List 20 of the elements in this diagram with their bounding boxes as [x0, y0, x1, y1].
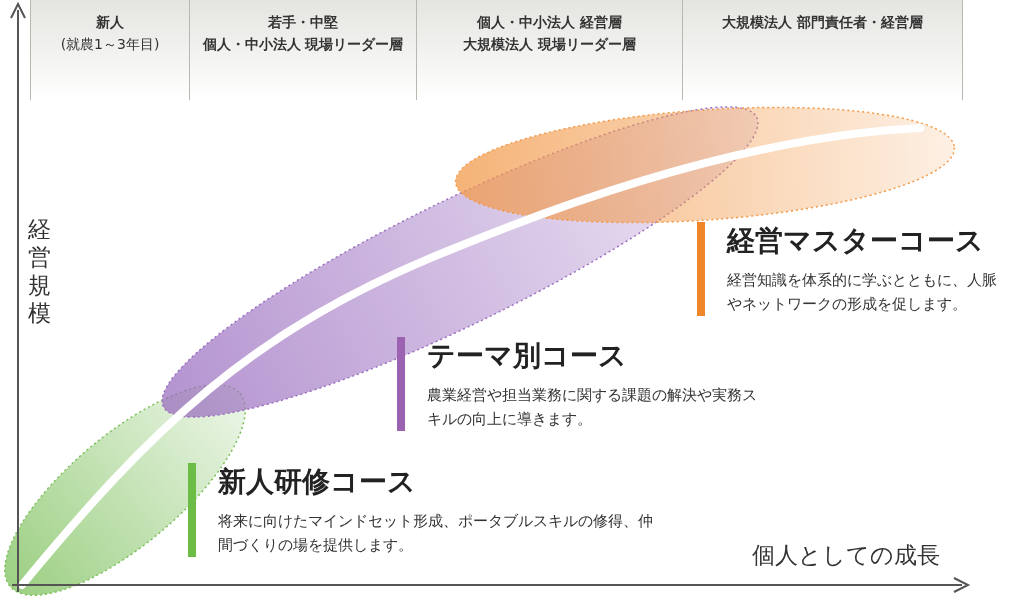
column-title: 大規模法人 部門責任者・経営層	[721, 14, 924, 32]
course-block	[397, 337, 757, 431]
course-description: 将来に向けたマインドセット形成、ポータブルスキルの修得、仲間づくりの場を提供します。	[218, 512, 654, 555]
column-subtitle: 大規模法人 現場リーダー層	[462, 36, 637, 54]
column-title: 個人・中小法人 経営層	[476, 14, 623, 32]
header-column	[190, 0, 417, 100]
course-description: 経営知識を体系的に学ぶとともに、人脈やネットワークの形成を促します。	[727, 271, 998, 314]
course-title: テーマ別コース	[427, 338, 628, 374]
axis-label: 経営規模	[28, 215, 52, 327]
course-description: 農業経営や担当業務に関する課題の解決や実務スキルの向上に導きます。	[427, 386, 757, 429]
axis-label: 個人としての成長	[752, 541, 940, 570]
column-title: 新人	[95, 14, 125, 32]
header-column	[683, 0, 963, 100]
course-title: 新人研修コース	[218, 464, 417, 500]
column-title: 若手・中堅	[267, 14, 339, 32]
header-column	[417, 0, 683, 100]
course-title: 経営マスターコース	[727, 223, 985, 259]
column-subtitle: (就農1～3年目)	[59, 36, 161, 54]
header-column	[30, 0, 190, 100]
column-subtitle: 個人・中小法人 現場リーダー層	[201, 36, 405, 54]
